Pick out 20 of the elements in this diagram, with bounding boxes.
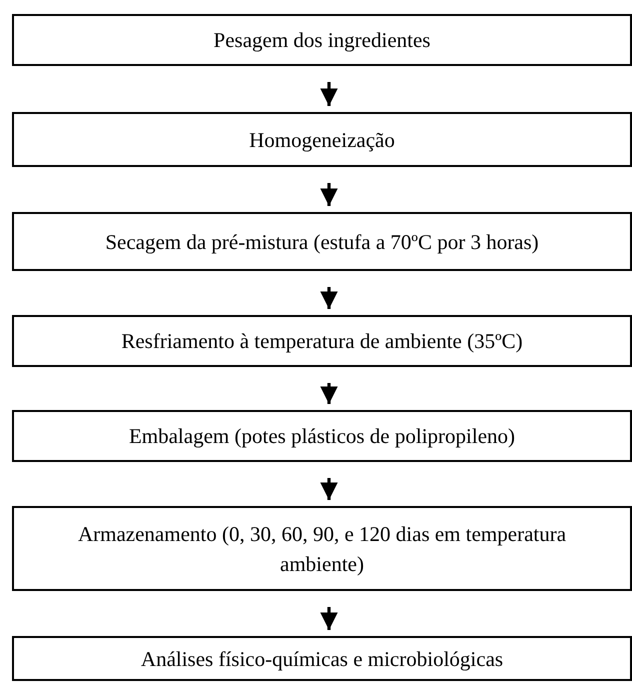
process-box	[12, 506, 632, 591]
step-label: Homogeneização	[249, 126, 395, 154]
arrow	[320, 607, 338, 630]
arrow	[320, 383, 338, 404]
step-label: Embalagem (potes plásticos de polipropileno)	[128, 423, 516, 450]
arrow	[320, 183, 338, 206]
process-box	[12, 212, 632, 271]
step-label: Análises físico-químicas e microbiológicas	[140, 646, 504, 672]
step-label: Secagem da pré-mistura (estufa a 70ºC por 3 horas)	[105, 228, 539, 256]
arrow	[320, 287, 338, 309]
step-label: Pesagem dos ingredientes	[214, 27, 430, 54]
process-box	[12, 14, 632, 66]
step-label: Armazenamento (0, 30, 60, 90, e 120 dias em temperatura ambiente)	[76, 520, 568, 578]
process-box	[12, 315, 632, 367]
process-box	[12, 410, 632, 462]
process-box	[12, 112, 632, 167]
step-label: Resfriamento à temperatura de ambiente (35ºC)	[121, 328, 523, 355]
process-box	[12, 636, 632, 681]
arrow	[320, 82, 338, 106]
arrow	[320, 478, 338, 500]
